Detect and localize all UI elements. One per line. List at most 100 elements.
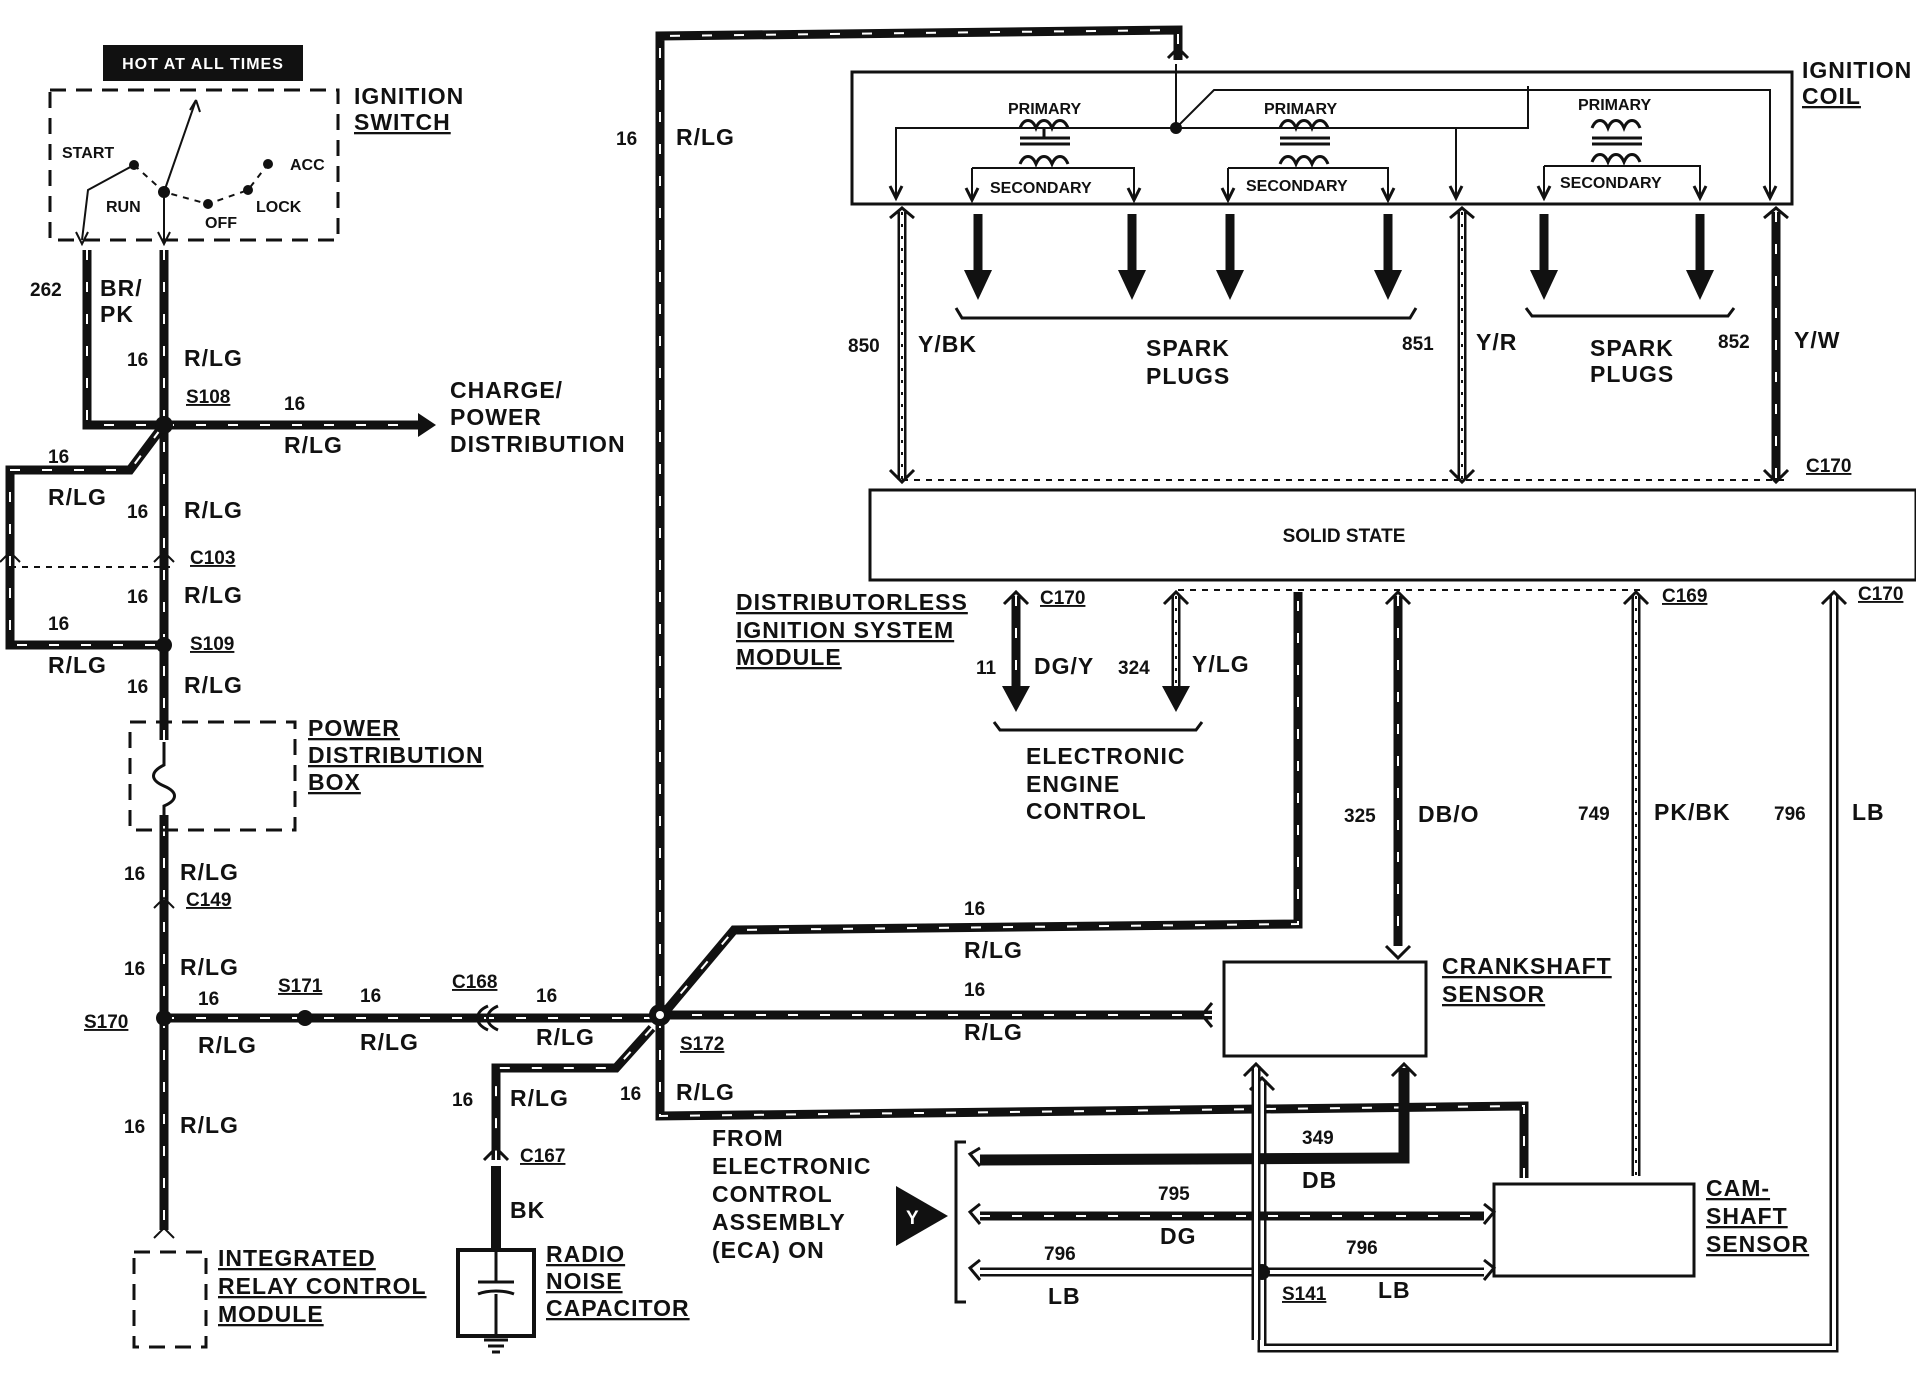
eec-label-2: ENGINE [1026, 771, 1120, 797]
solid-state-module [868, 488, 1916, 582]
gauge-label: 16 [452, 1090, 473, 1111]
gauge-label: 16 [284, 394, 305, 415]
wire-324-color: Y/LG [1192, 651, 1250, 677]
charge-power-label-2: POWER [450, 404, 542, 430]
wire-324-id: 324 [1118, 658, 1150, 679]
eca-label-1: FROM [712, 1125, 784, 1151]
radio-cap-label-2: NOISE [546, 1268, 623, 1294]
eca-harness-bracket [954, 1140, 966, 1304]
dis-module-title-3: MODULE [736, 644, 842, 670]
wire-16-rlg-loop [5, 427, 164, 650]
gauge-label: 16 [536, 986, 557, 1007]
spark-plugs-bracket-1 [954, 307, 1418, 320]
color-label: R/LG [510, 1085, 569, 1111]
connector-c168-mark [476, 1004, 499, 1032]
connector-c168-label: C168 [452, 972, 497, 993]
eec-label-1: ELECTRONIC [1026, 743, 1186, 769]
radio-cap-label-1: RADIO [546, 1241, 625, 1267]
wire-262-br-pk [82, 250, 160, 430]
wire-11-id: 11 [976, 658, 997, 679]
gauge-label: 16 [124, 959, 145, 980]
splice-s172-label: S172 [680, 1034, 724, 1055]
wire-749-color: PK/BK [1654, 799, 1731, 825]
hot-label: HOT AT ALL TIMES [122, 56, 284, 73]
eca-pin-y-triangle [896, 1186, 948, 1246]
color-label: R/LG [536, 1024, 595, 1050]
integrated-relay-control-module [132, 1250, 208, 1349]
ignition-coil-title-2: COIL [1802, 83, 1861, 109]
color-label: R/LG [180, 859, 239, 885]
eca-pin-y-label: Y [906, 1208, 919, 1229]
wire-11-color: DG/Y [1034, 653, 1094, 679]
crankshaft-sensor-box [1222, 960, 1428, 1058]
coil-1-secondary-label: SECONDARY [990, 180, 1092, 197]
ignition-switch-title-2: SWITCH [354, 109, 451, 135]
splice-s108-label: S108 [186, 387, 230, 408]
connector-c167-label: C167 [520, 1146, 565, 1167]
coil-1-primary-label: PRIMARY [1008, 101, 1082, 118]
wire-325-id: 325 [1344, 806, 1376, 827]
gauge-label: 16 [964, 899, 985, 920]
wire-796-cam-id: 796 [1346, 1238, 1378, 1259]
capacitor-icon [477, 1252, 515, 1354]
connector-c149-label: C149 [186, 890, 231, 911]
gauge-label: 16 [127, 502, 148, 523]
color-label: R/LG [284, 432, 343, 458]
wire-796-cam-color: LB [1378, 1277, 1411, 1303]
wire-796-id: 796 [1774, 804, 1806, 825]
crankshaft-label-1: CRANKSHAFT [1442, 953, 1612, 979]
pdb-label-1: POWER [308, 715, 400, 741]
wire-850-color: Y/BK [918, 331, 977, 357]
hot-label-box [103, 45, 303, 81]
color-label: R/LG [198, 1032, 257, 1058]
eca-label-3: CONTROL [712, 1181, 833, 1207]
relay-module-label-1: INTEGRATED [218, 1245, 376, 1271]
dis-module-title-2: IGNITION SYSTEM [736, 617, 954, 643]
spark-plug-arrows [964, 214, 1714, 300]
coil-3-secondary-label: SECONDARY [1560, 175, 1662, 192]
eec-bracket [992, 721, 1204, 732]
wire-bk-color: BK [510, 1197, 545, 1223]
splice-s170-dot [156, 1010, 172, 1026]
gauge-label: 16 [124, 864, 145, 885]
color-label: R/LG [184, 672, 243, 698]
switch-lock-label: LOCK [256, 199, 302, 216]
spark-plugs-bracket-2 [1524, 307, 1736, 318]
eca-label-4: ASSEMBLY [712, 1209, 846, 1235]
wire-324-y-lg [1162, 596, 1190, 712]
eca-label-2: ELECTRONIC [712, 1153, 872, 1179]
wire-349-db [979, 1068, 1410, 1166]
wire-850-id: 850 [848, 336, 880, 357]
gauge-label: 16 [127, 350, 148, 371]
color-label: R/LG [964, 937, 1023, 963]
splice-s171-label: S171 [278, 976, 323, 997]
connector-c170-label-top: C170 [1806, 456, 1851, 477]
charge-power-label-3: DISTRIBUTION [450, 431, 626, 457]
ignition-coil-box [850, 70, 1794, 206]
gauge-label: 16 [964, 980, 985, 1001]
pdb-label-3: BOX [308, 769, 361, 795]
spark-plugs-label-2-a: SPARK [1590, 335, 1674, 361]
wire-11-dg-y [1002, 596, 1030, 712]
color-label: R/LG [184, 345, 243, 371]
wire-852-color: Y/W [1794, 327, 1840, 353]
wire-16-rlg-riser-to-coil [655, 25, 1183, 1018]
spark-plugs-label-1-a: SPARK [1146, 335, 1230, 361]
wire-262-gauge: 262 [30, 280, 62, 301]
color-label: R/LG [48, 484, 107, 510]
color-label: R/LG [360, 1029, 419, 1055]
wire-349-color: DB [1302, 1167, 1337, 1193]
wire-16-rlg-to-dis-module [656, 592, 1303, 1021]
coil-3: PRIMARY SECONDARY [1536, 97, 1708, 202]
connector-c167-mark [482, 1145, 510, 1162]
power-distribution-box [128, 720, 297, 832]
splice-s170-label: S170 [84, 1012, 128, 1033]
wire-851-id: 851 [1402, 334, 1434, 355]
color-label: R/LG [180, 1112, 239, 1138]
camshaft-sensor-box [1492, 1182, 1696, 1278]
switch-acc-label: ACC [290, 157, 325, 174]
ignition-switch-title-1: IGNITION [354, 83, 464, 109]
dis-module-title-1: DISTRIBUTORLESS [736, 589, 968, 615]
wire-852-id: 852 [1718, 332, 1750, 353]
